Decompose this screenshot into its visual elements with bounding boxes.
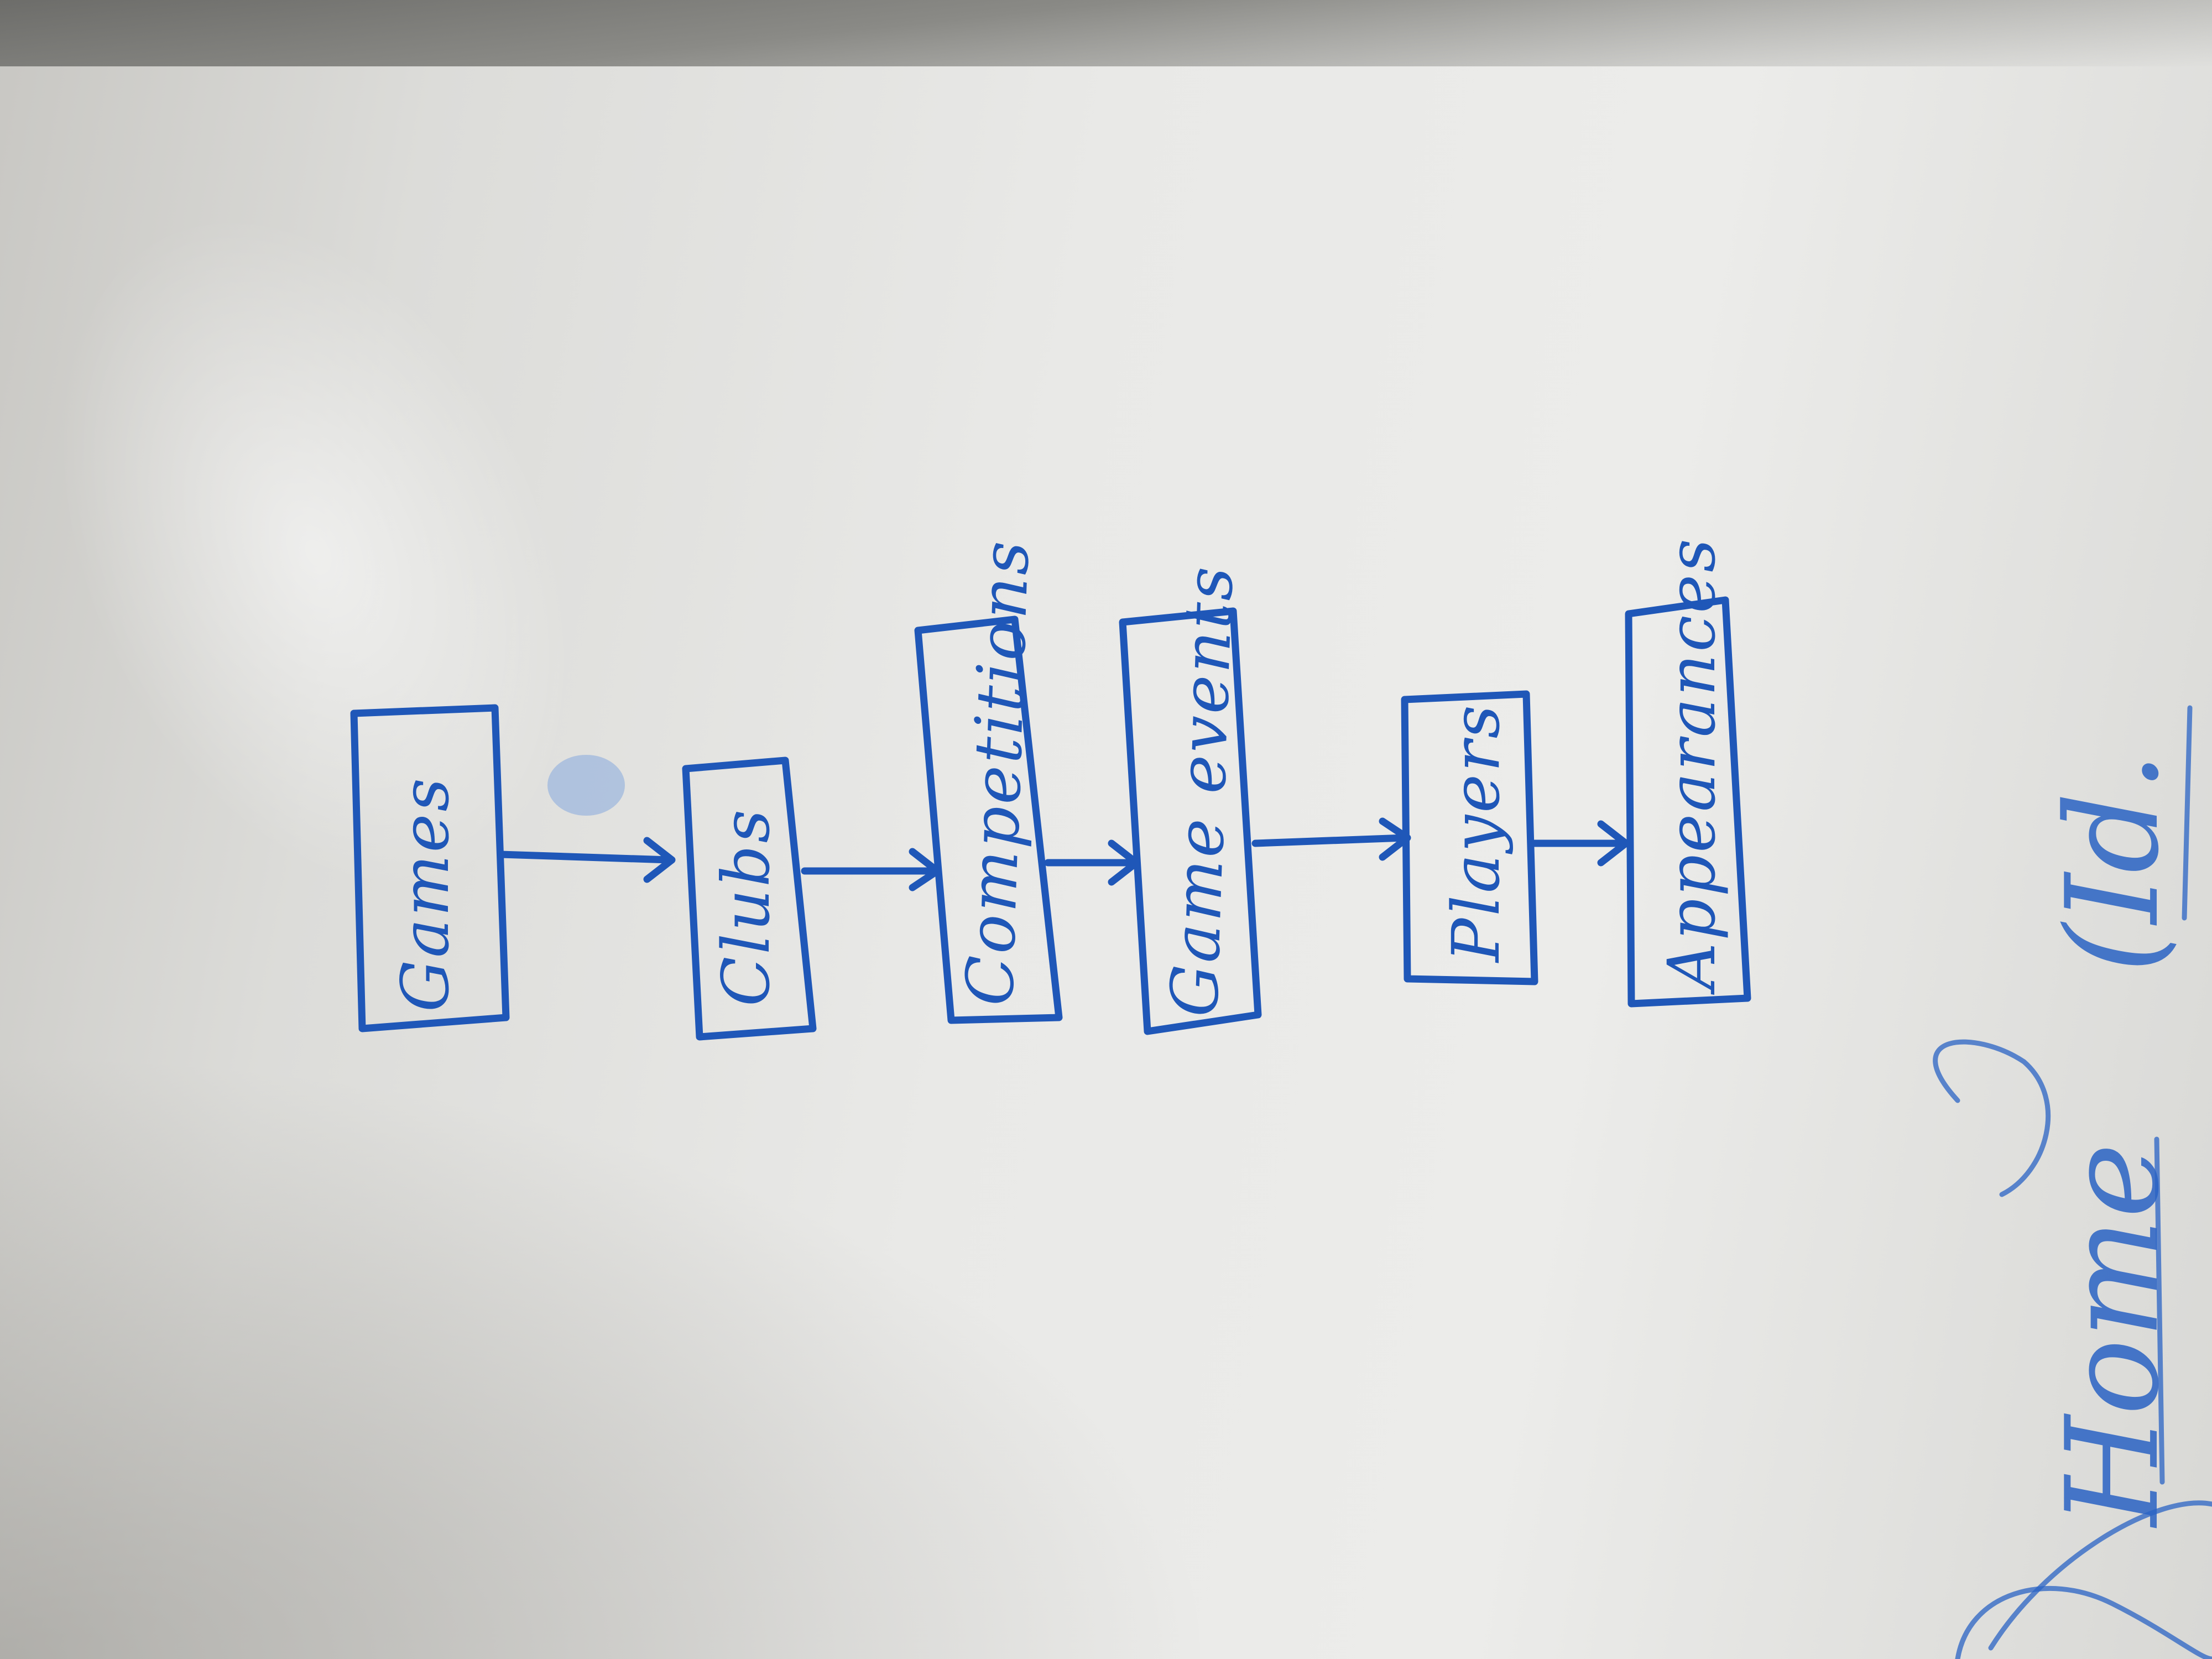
- node-players: Players: [1401, 690, 1538, 985]
- node-label: Players: [1438, 703, 1514, 963]
- edge-games-clubs: [497, 837, 676, 883]
- id-note-text: (Id.: [2039, 752, 2187, 973]
- edge-competitions-game-events: [1044, 839, 1140, 886]
- node-label: Game events: [1156, 564, 1248, 1018]
- node-competitions: Competitions: [914, 538, 1063, 1024]
- edge-game-events-players: [1251, 817, 1411, 861]
- node-appearances: Appearances: [1625, 536, 1751, 1008]
- node-label: Appearances: [1653, 536, 1730, 995]
- node-game-events: Game events: [1119, 564, 1262, 1035]
- node-games: Games: [350, 704, 510, 1032]
- id-annotation: (Id.: [2039, 705, 2193, 973]
- whiteboard-frame-edge: [0, 0, 2212, 66]
- node-clubs: Clubs: [682, 757, 817, 1041]
- edge-clubs-competitions: [801, 848, 941, 891]
- node-label: Clubs: [708, 807, 784, 1006]
- edge-players-appearances: [1531, 820, 1630, 867]
- shadow-area: [0, 1051, 1217, 1659]
- home-annotation: Home: [1933, 1039, 2212, 1659]
- node-label: Competitions: [951, 538, 1044, 1007]
- node-label: Games: [387, 776, 463, 1012]
- home-note-text: Home: [2039, 1143, 2187, 1528]
- marker-smudge: [547, 755, 625, 816]
